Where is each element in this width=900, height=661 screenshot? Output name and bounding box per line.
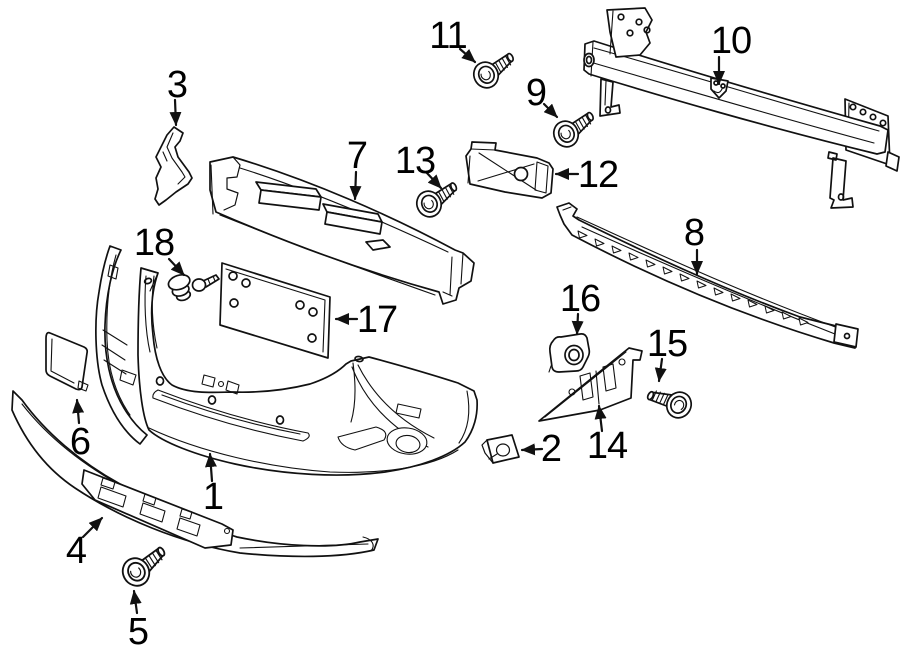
part-impact-bar [583,7,900,209]
callout-label-13: 13 [394,140,436,182]
callout-11-arrow [458,47,477,64]
callout-18-arrow [167,257,186,277]
callout-label-8: 8 [683,212,705,254]
callout-label-12: 12 [577,154,619,196]
part-tow-hook-cover [45,331,89,392]
callout-label-4: 4 [65,530,87,572]
callout-16-arrow [571,312,584,336]
part-retainer-clip-18 [167,273,220,302]
callout-label-2: 2 [540,428,562,470]
callout-4-arrow [81,516,104,539]
callout-label-16: 16 [559,278,601,320]
callout-9-arrow [542,102,559,119]
part-retainer-clip-2 [481,434,520,464]
callout-label-15: 15 [646,323,688,365]
part-bolt-11 [468,48,522,93]
callout-7-arrow [349,170,362,201]
callout-label-9: 9 [525,72,547,114]
callout-3-arrow [169,98,182,127]
callout-label-7: 7 [346,135,368,177]
part-lower-spoiler [11,390,379,558]
callout-label-18: 18 [133,222,175,264]
part-air-guide-bracket [465,141,554,199]
callout-arrows [72,47,725,615]
callout-14-arrow [594,404,607,433]
callout-13-arrow [424,170,443,190]
callout-label-14: 14 [586,425,628,467]
part-energy-absorber [209,156,475,305]
part-license-plate-bracket [219,262,331,359]
part-bolt-9 [548,107,602,152]
part-bolt-15 [643,378,697,423]
callout-2-arrow [520,443,544,456]
callout-label-6: 6 [69,421,91,463]
part-corner-bracket [154,126,193,206]
part-grommet-nut [548,332,591,373]
callout-label-17: 17 [356,299,398,341]
callout-1-arrow [204,452,217,483]
callout-label-10: 10 [710,20,752,62]
callout-label-11: 11 [429,15,467,57]
part-side-support-bracket [538,347,643,422]
part-bumper-cover [95,245,478,476]
callout-label-1: 1 [202,476,224,518]
callout-label-5: 5 [127,611,149,653]
part-bolt-5 [116,541,174,592]
callout-15-arrow [654,357,667,383]
callout-label-3: 3 [166,64,188,106]
callout-5-arrow [129,589,142,615]
part-serrated-support-strip [556,202,859,349]
callout-6-arrow [72,398,85,425]
